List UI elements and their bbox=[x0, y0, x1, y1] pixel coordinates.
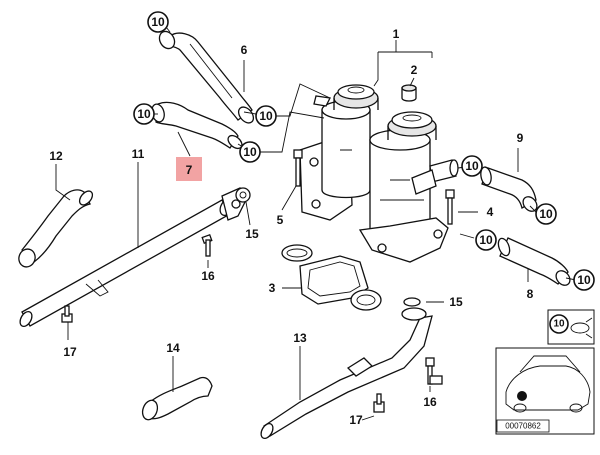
callout-10-c: 10 bbox=[259, 109, 273, 123]
callout-17-b: 17 bbox=[349, 413, 363, 427]
callout-7: 7 bbox=[186, 163, 193, 177]
callout-10-e: 10 bbox=[465, 159, 479, 173]
bolt-16-upper bbox=[201, 233, 213, 257]
callout-10-g: 10 bbox=[479, 233, 493, 247]
callout-10-h: 10 bbox=[577, 273, 591, 287]
hose-9 bbox=[480, 166, 538, 212]
callout-11: 11 bbox=[132, 147, 145, 161]
callout-12: 12 bbox=[49, 149, 63, 163]
callout-4: 4 bbox=[487, 205, 494, 219]
callout-10-d: 10 bbox=[243, 145, 257, 159]
hose-6 bbox=[158, 30, 255, 124]
leader-lines bbox=[55, 21, 577, 421]
hose-12 bbox=[18, 189, 94, 268]
highlight-box-7 bbox=[176, 157, 202, 181]
callout-13: 13 bbox=[293, 331, 307, 345]
pipe-11 bbox=[19, 187, 247, 328]
callout-2: 2 bbox=[411, 63, 418, 77]
hose-7 bbox=[151, 101, 243, 150]
bolt-5 bbox=[293, 149, 303, 187]
callout-9: 9 bbox=[517, 131, 524, 145]
callout-5: 5 bbox=[277, 213, 284, 227]
hose-8 bbox=[497, 237, 571, 286]
callout-15-a: 15 bbox=[245, 227, 259, 241]
callout-labels: 10 10 10 10 10 10 10 10 1 2 3 4 5 6 7 8 … bbox=[49, 11, 595, 427]
callout-10-a: 10 bbox=[151, 15, 165, 29]
car-silhouette-icon bbox=[505, 355, 591, 413]
callout-10-b: 10 bbox=[137, 107, 151, 121]
callout-15-b: 15 bbox=[449, 295, 463, 309]
inset-ref-number: 00070862 bbox=[505, 422, 541, 431]
bolt-4 bbox=[445, 189, 455, 225]
hose-14 bbox=[141, 376, 213, 421]
gasket-3 bbox=[299, 255, 382, 311]
callout-16-b: 16 bbox=[423, 395, 437, 409]
callout-17-a: 17 bbox=[63, 345, 77, 359]
inset-panel: 10 00070862 bbox=[495, 309, 595, 435]
bolt-17-lower bbox=[373, 393, 385, 413]
callout-10-f: 10 bbox=[539, 207, 553, 221]
hose-clamp-icon bbox=[570, 317, 593, 339]
washer-15-lower bbox=[403, 297, 421, 307]
bolt-17-left bbox=[61, 305, 73, 323]
plug-2 bbox=[401, 84, 417, 102]
callout-6: 6 bbox=[241, 43, 248, 57]
callout-14: 14 bbox=[166, 341, 180, 355]
callout-8: 8 bbox=[527, 287, 534, 301]
callout-1: 1 bbox=[393, 27, 400, 41]
callout-3: 3 bbox=[269, 281, 276, 295]
o-ring bbox=[281, 244, 313, 262]
thermostat-housing-1 bbox=[299, 84, 459, 263]
inset-callout-10: 10 bbox=[553, 319, 565, 330]
pipe-13 bbox=[260, 307, 433, 440]
bolt-16-lower bbox=[425, 357, 443, 385]
callout-16-a: 16 bbox=[201, 269, 215, 283]
washer-15-upper bbox=[235, 187, 251, 203]
